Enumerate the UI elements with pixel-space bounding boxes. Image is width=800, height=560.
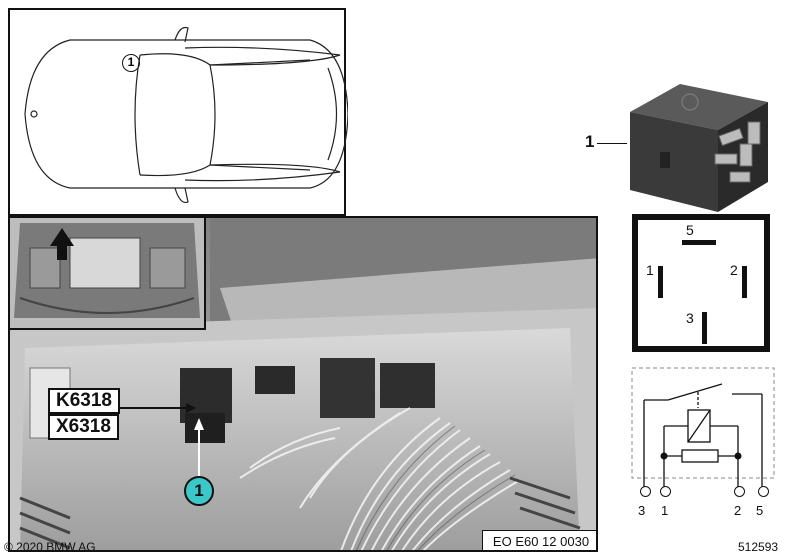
relay-schematic — [628, 366, 778, 491]
terminal-1-circle — [660, 486, 671, 497]
terminal-3-circle — [640, 486, 651, 497]
pin-1-terminal — [658, 266, 663, 298]
part-label: 1 — [585, 132, 595, 151]
pin-3-label: 3 — [686, 310, 694, 326]
pin-3-terminal — [702, 312, 707, 344]
terminal-2-circle — [734, 486, 745, 497]
schematic-terminal-5-label: 5 — [756, 503, 764, 518]
relay-label: K6318 — [48, 388, 120, 414]
callout-marker-photo: 1 — [184, 476, 214, 506]
part-leader-line — [597, 143, 627, 144]
pin-2-terminal — [742, 266, 747, 298]
pin-5-label: 5 — [686, 222, 694, 238]
connector-label-text: X6318 — [56, 416, 111, 437]
relay-illustration — [630, 84, 768, 212]
schematic-terminal-3-label: 3 — [638, 503, 646, 518]
schematic-terminal-circles — [636, 484, 776, 498]
reference-code: EO E60 12 0030 — [492, 534, 590, 549]
schematic-terminal-1-label: 1 — [661, 503, 669, 518]
engine-bay-inset-illustration — [10, 218, 204, 328]
pin-layout-diagram: 5 1 2 3 — [632, 214, 770, 352]
copyright: © 2020 BMW AG — [4, 540, 96, 554]
engine-bay-photo: K6318 X6318 1 EO E60 12 0030 — [8, 216, 598, 552]
schematic-terminal-2-label: 2 — [734, 503, 742, 518]
pin-1-label: 1 — [646, 262, 654, 278]
callout-number-photo: 1 — [194, 481, 204, 500]
car-top-view-outline — [24, 26, 349, 204]
reference-code-box: EO E60 12 0030 — [482, 530, 596, 550]
car-location-panel: 1 — [8, 8, 349, 216]
relay-label-text: K6318 — [56, 390, 112, 411]
callout-marker-car: 1 — [122, 54, 140, 72]
engine-bay-inset — [10, 218, 206, 330]
callout-number: 1 — [127, 55, 135, 69]
terminal-5-circle — [758, 486, 769, 497]
relay-photo — [620, 72, 780, 217]
pin-5-terminal — [682, 240, 716, 245]
connector-label: X6318 — [48, 414, 119, 440]
pin-2-label: 2 — [730, 262, 738, 278]
diagram-number: 512593 — [738, 540, 779, 554]
engine-bay-photo-illustration — [10, 218, 596, 550]
relay-schematic-drawing — [631, 367, 775, 491]
